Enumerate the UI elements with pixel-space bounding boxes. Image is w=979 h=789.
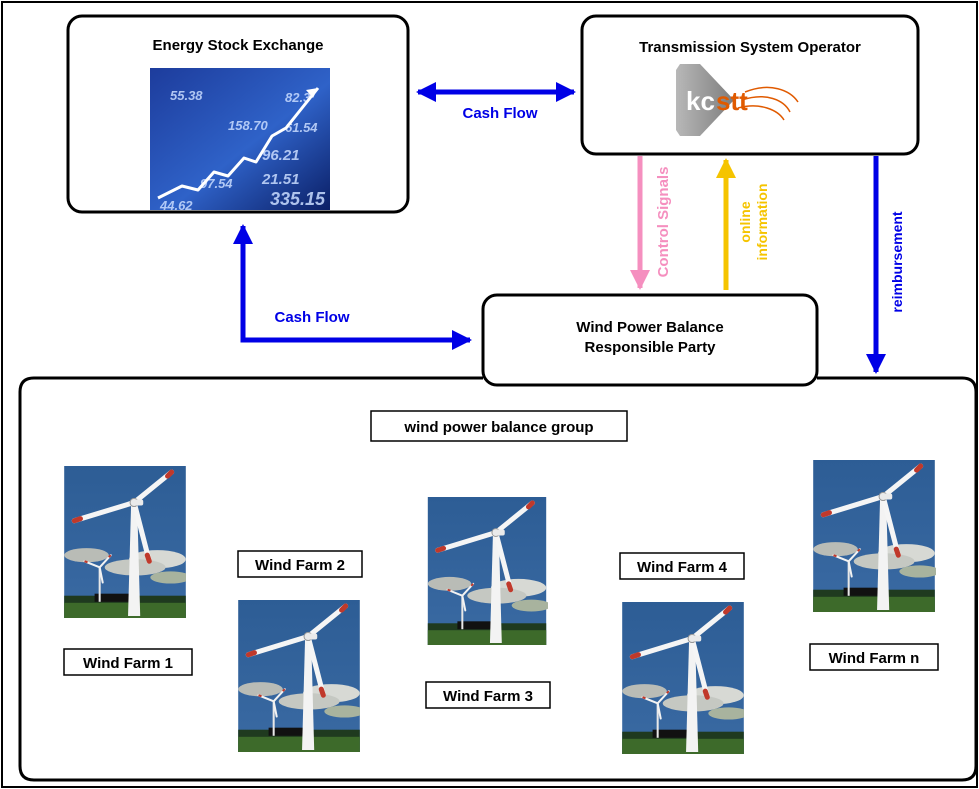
svg-text:21.51: 21.51 xyxy=(261,171,300,188)
wind-farm-4-label: Wind Farm 4 xyxy=(637,559,728,576)
transmission-system-operator-box: Transmission System Operator kc stt xyxy=(580,14,920,156)
wind-farm-1-label: Wind Farm 1 xyxy=(83,655,173,672)
online-information-arrow: online information xyxy=(716,158,770,290)
svg-text:44.62: 44.62 xyxy=(159,198,193,213)
svg-text:96.21: 96.21 xyxy=(262,147,300,164)
wind-power-brp-box: Wind Power Balance Responsible Party xyxy=(481,293,819,387)
online-label: online xyxy=(737,201,753,242)
wind-farm-images xyxy=(64,460,940,754)
cash-flow-top-arrow: Cash Flow xyxy=(416,82,576,122)
wind-farm-2-label: Wind Farm 2 xyxy=(255,557,345,574)
energy-stock-exchange-box: Energy Stock Exchange 335.15 21.51 96.21… xyxy=(66,14,410,214)
wind-farm-3-image xyxy=(428,497,551,645)
information-label: information xyxy=(754,184,770,261)
group-label: wind power balance group xyxy=(403,419,593,436)
group-label-box xyxy=(370,410,628,442)
wind-farm-n-label: Wind Farm n xyxy=(829,650,920,667)
balance-group-container: wind power balance group xyxy=(18,376,978,782)
svg-text:61.54: 61.54 xyxy=(285,120,318,135)
energy-stock-exchange-title: Energy Stock Exchange xyxy=(153,37,324,54)
svg-text:82.3: 82.3 xyxy=(285,90,311,105)
wind-farm-1-image xyxy=(64,466,191,618)
kcstt-logo: kc stt xyxy=(676,64,799,136)
svg-text:55.38: 55.38 xyxy=(170,88,203,103)
svg-text:335.15: 335.15 xyxy=(270,189,326,209)
control-signals-arrow: Control Signals xyxy=(630,156,672,290)
stock-chart-image: 335.15 21.51 96.21 97.54 158.70 61.54 82… xyxy=(150,68,330,213)
wind-farm-n-image xyxy=(813,460,940,612)
reimbursement-label: reimbursement xyxy=(889,211,905,312)
cash-flow-left-arrow: Cash Flow xyxy=(233,224,472,350)
cash-flow-top-label: Cash Flow xyxy=(462,105,537,122)
wind-farm-2-image xyxy=(238,600,365,752)
tso-title: Transmission System Operator xyxy=(639,39,861,56)
wind-farm-4-image xyxy=(622,602,749,754)
wind-farm-labels: Wind Farm 1 Wind Farm 2 Wind Farm 3 Wind… xyxy=(63,550,939,709)
brp-title-line1: Wind Power Balance xyxy=(576,319,723,336)
svg-text:158.70: 158.70 xyxy=(228,118,269,133)
control-signals-label: Control Signals xyxy=(655,167,672,278)
reimbursement-arrow: reimbursement xyxy=(866,156,905,374)
svg-text:kc: kc xyxy=(686,86,715,116)
brp-title-line2: Responsible Party xyxy=(585,339,717,356)
cash-flow-left-label: Cash Flow xyxy=(274,309,349,326)
svg-text:stt: stt xyxy=(716,86,748,116)
wind-farm-3-label: Wind Farm 3 xyxy=(443,688,533,705)
